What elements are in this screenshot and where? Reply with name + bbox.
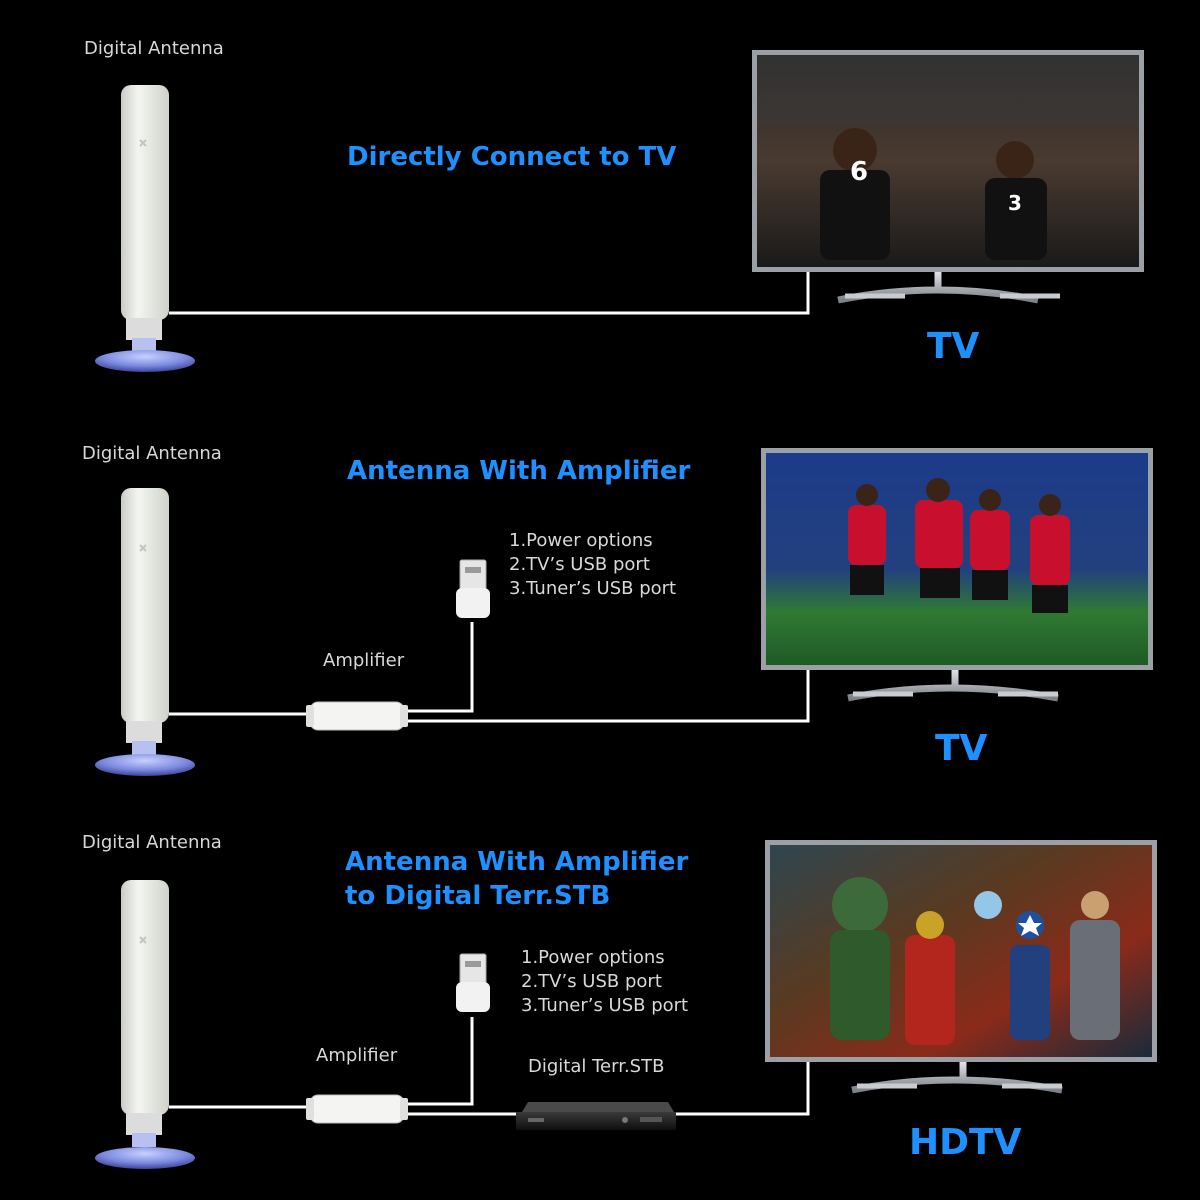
- usb-option-power: 1.Power options: [509, 530, 653, 551]
- panel-3-title-line-1: Antenna With Amplifier: [345, 847, 689, 877]
- usb-option-power: 1.Power options: [521, 947, 665, 968]
- usb-option-tv-port: 2.TV’s USB port: [509, 554, 650, 575]
- cable-2-usb: [408, 622, 474, 713]
- cable-3-usb: [408, 1017, 474, 1106]
- tv-2: [761, 448, 1153, 702]
- tv-label-1: TV: [927, 326, 980, 367]
- amplifier-label-3: Amplifier: [316, 1045, 398, 1066]
- usb-plug-3: [456, 953, 490, 1012]
- tv-label-2: TV: [935, 728, 988, 769]
- cable-3-tv: [672, 1060, 810, 1116]
- antenna-1: [95, 85, 195, 372]
- amplifier-2: [306, 701, 408, 731]
- set-top-box: [516, 1102, 676, 1130]
- cable-1: [169, 270, 810, 315]
- antenna-label-1: Digital Antenna: [84, 38, 224, 59]
- tv-1: 6 3: [752, 50, 1144, 304]
- antenna-label-3: Digital Antenna: [82, 832, 222, 853]
- stb-label: Digital Terr.STB: [528, 1056, 665, 1077]
- svg-text:6: 6: [850, 157, 868, 187]
- panel-3-title-line-2: to Digital Terr.STB: [345, 881, 611, 911]
- panel-2-title: Antenna With Amplifier: [347, 454, 690, 488]
- usb-option-tuner-port: 3.Tuner’s USB port: [509, 578, 677, 599]
- antenna-label-2: Digital Antenna: [82, 443, 222, 464]
- usb-plug-2: [456, 559, 490, 618]
- usb-option-tv-port: 2.TV’s USB port: [521, 971, 662, 992]
- panel-1-title-line-1: Directly Connect to TV: [347, 142, 677, 172]
- usb-options-3: 1.Power options 2.TV’s USB port 3.Tuner’…: [521, 946, 688, 1018]
- panel-3-title: Antenna With Amplifier to Digital Terr.S…: [345, 845, 688, 913]
- svg-text:3: 3: [1008, 191, 1022, 215]
- antenna-3: [95, 880, 195, 1169]
- usb-option-tuner-port: 3.Tuner’s USB port: [521, 995, 689, 1016]
- amplifier-label-2: Amplifier: [323, 650, 405, 671]
- usb-options-2: 1.Power options 2.TV’s USB port 3.Tuner’…: [509, 529, 676, 601]
- tv-label-3: HDTV: [909, 1122, 1022, 1163]
- panel-1-title: Directly Connect to TV: [347, 140, 676, 174]
- tv-3: [765, 840, 1157, 1094]
- panel-2-title-line-1: Antenna With Amplifier: [347, 456, 691, 486]
- amplifier-3: [306, 1094, 408, 1124]
- antenna-2: [95, 488, 195, 776]
- cable-2-tv: [408, 668, 810, 723]
